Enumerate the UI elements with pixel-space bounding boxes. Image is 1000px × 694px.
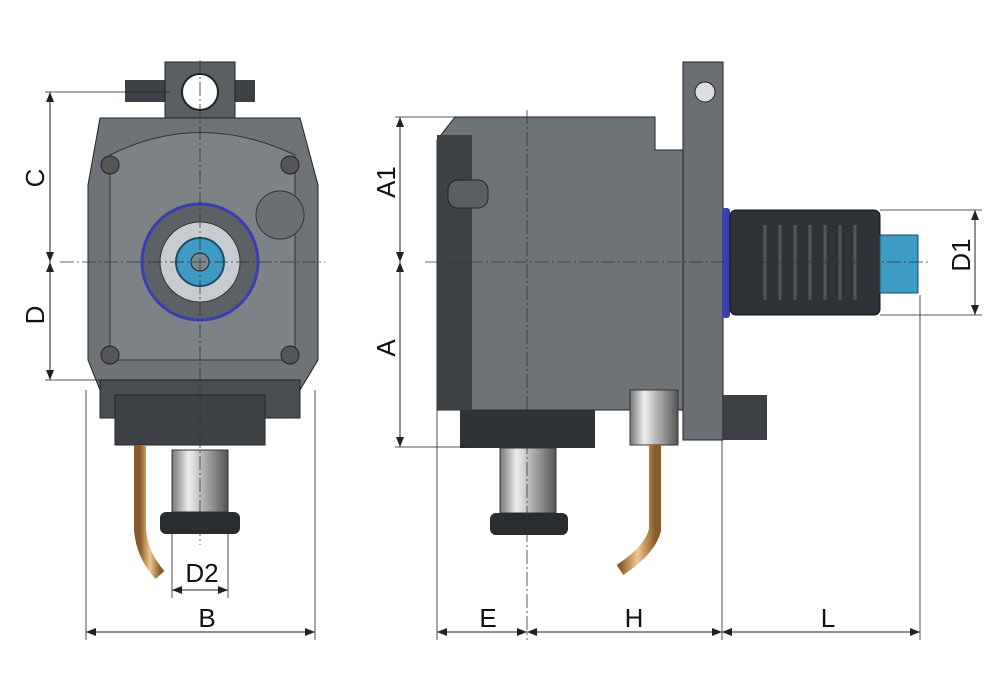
nut-icon	[694, 81, 716, 103]
side-fitting	[629, 389, 679, 446]
side-view	[425, 61, 930, 640]
label-b: B	[198, 603, 215, 633]
shank-serrations	[763, 225, 857, 300]
side-bracket	[722, 395, 767, 440]
label-a: A	[371, 339, 401, 357]
label-h: H	[625, 603, 644, 633]
front-coolant-pipe	[134, 445, 165, 580]
front-lower-block	[114, 394, 266, 446]
label-c: C	[20, 169, 50, 188]
side-drive-spline	[879, 234, 919, 294]
side-shank	[729, 209, 881, 316]
bolt-icon	[280, 345, 300, 365]
side-lower-block	[460, 410, 595, 448]
side-flange	[682, 61, 724, 441]
label-a1: A1	[371, 166, 401, 198]
bolt-icon	[100, 155, 120, 175]
side-rear-plate	[437, 135, 472, 410]
side-plug	[447, 179, 489, 209]
side-coolant-pipe	[616, 445, 661, 575]
label-d: D	[20, 306, 50, 325]
label-l: L	[821, 603, 835, 633]
dimension-lines	[45, 91, 982, 640]
front-plug	[255, 190, 305, 240]
front-view	[60, 60, 325, 580]
label-d1: D1	[946, 238, 976, 271]
label-e: E	[479, 603, 496, 633]
label-d2: D2	[185, 558, 218, 588]
side-oring	[722, 208, 730, 318]
side-knob	[490, 513, 568, 535]
side-housing	[436, 116, 684, 411]
bolt-icon	[100, 345, 120, 365]
dimension-labels: C D B D2 A1 A D1 E H L	[20, 166, 976, 633]
side-coolant-connector	[499, 447, 557, 514]
bolt-icon	[280, 155, 300, 175]
